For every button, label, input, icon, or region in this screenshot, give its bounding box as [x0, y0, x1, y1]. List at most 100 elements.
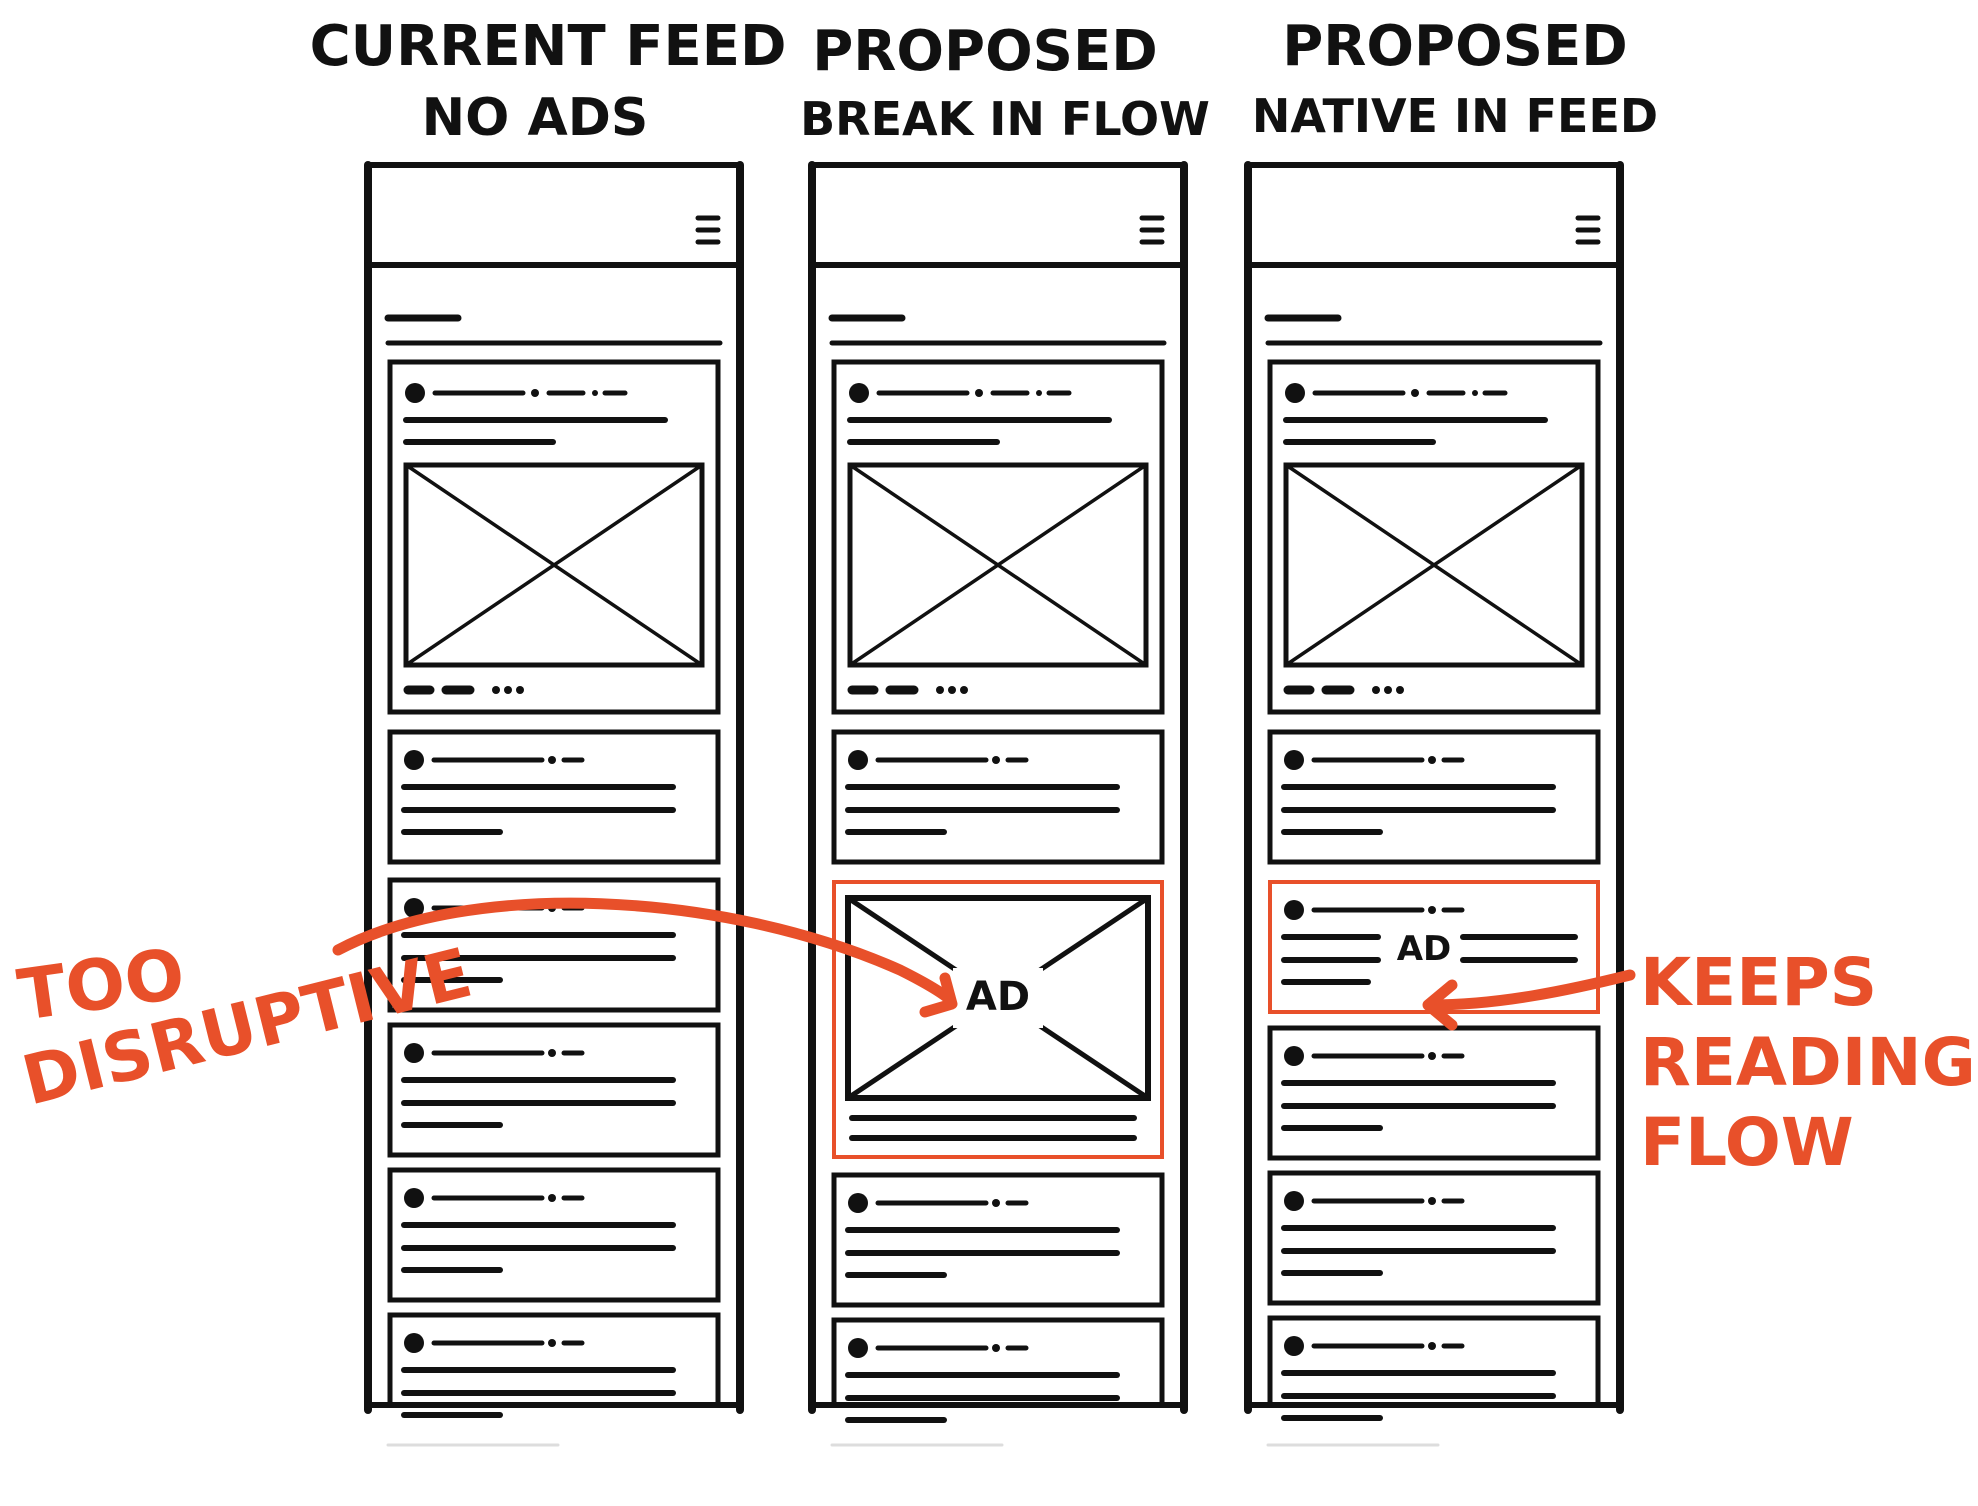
column-title-break-line1: PROPOSED — [812, 19, 1158, 84]
meta-dot — [975, 389, 983, 397]
image-placeholder — [1283, 462, 1585, 668]
meta-dot — [592, 390, 598, 396]
arrowhead-left — [919, 972, 958, 1018]
feed-card — [387, 729, 721, 865]
card-frame — [831, 1317, 1165, 1408]
meta-dot — [1428, 756, 1436, 764]
card-frame — [831, 729, 1165, 865]
image-frame — [403, 462, 705, 668]
annotation-flow: FLOW — [1640, 1104, 1854, 1181]
meta-dot — [1428, 906, 1436, 914]
avatar — [1284, 750, 1304, 770]
avatar — [1284, 1336, 1304, 1356]
ad-break-block: AD — [832, 880, 1164, 1159]
card-frame — [387, 729, 721, 865]
avatar — [404, 750, 424, 770]
meta-dot — [548, 756, 556, 764]
avatar — [1284, 900, 1304, 920]
more-dot — [1372, 686, 1380, 694]
avatar — [1284, 1191, 1304, 1211]
avatar — [1284, 1046, 1304, 1066]
image-cross-line — [848, 463, 1148, 667]
feed-card — [1267, 1170, 1601, 1306]
avatar — [849, 383, 869, 403]
meta-dot — [1428, 1342, 1436, 1350]
meta-dot — [1411, 389, 1419, 397]
avatar — [405, 383, 425, 403]
column-title-native-line1: PROPOSED — [1282, 14, 1628, 79]
avatar — [1285, 383, 1305, 403]
meta-dot — [992, 1344, 1000, 1352]
image-cross-line — [404, 463, 704, 667]
annotation-keeps: KEEPS — [1640, 944, 1877, 1021]
ad-label: AD — [1397, 929, 1452, 969]
more-dot — [516, 686, 524, 694]
column-titles: CURRENT FEED NO ADS PROPOSED BREAK IN FL… — [310, 14, 1659, 148]
image-frame — [847, 462, 1149, 668]
avatar — [404, 1043, 424, 1063]
more-dot — [960, 686, 968, 694]
feed-card — [1267, 1315, 1601, 1421]
column-title-break-line2: BREAK IN FLOW — [800, 92, 1210, 146]
card-frame — [387, 877, 721, 1013]
avatar — [848, 750, 868, 770]
hamburger-menu-icon — [1575, 215, 1601, 245]
meta-dot — [548, 1194, 556, 1202]
feed-card — [1267, 1025, 1601, 1161]
avatar — [848, 1193, 868, 1213]
annotation-keeps-reading-flow: KEEPS READING FLOW — [1422, 944, 1976, 1181]
feed-card — [1267, 729, 1601, 865]
image-placeholder — [847, 462, 1149, 668]
arrowhead-right — [1422, 979, 1458, 1031]
column-title-current-line1: CURRENT FEED — [310, 14, 787, 79]
avatar — [404, 1188, 424, 1208]
more-dot — [936, 686, 944, 694]
card-frame — [1267, 1315, 1601, 1408]
meta-dot — [548, 1049, 556, 1057]
avatar — [404, 1333, 424, 1353]
card-frame — [1267, 1025, 1601, 1161]
featured-post-frame — [387, 359, 721, 715]
column-title-native-line2: NATIVE IN FEED — [1252, 89, 1658, 143]
ad-frame-accent — [832, 880, 1164, 1159]
card-frame — [1267, 1170, 1601, 1306]
more-dot — [948, 686, 956, 694]
meta-dot — [1036, 390, 1042, 396]
column-title-current-line2: NO ADS — [422, 88, 649, 148]
featured-post — [1267, 359, 1601, 715]
more-dot — [1384, 686, 1392, 694]
feed-card — [387, 1167, 721, 1303]
hamburger-menu-icon — [1139, 215, 1165, 245]
card-frame — [387, 1312, 721, 1408]
image-frame — [1283, 462, 1585, 668]
card-frame — [1267, 729, 1601, 865]
avatar — [848, 1338, 868, 1358]
meta-dot — [531, 389, 539, 397]
meta-dot — [1472, 390, 1478, 396]
feed-card — [831, 729, 1165, 865]
arrow-too-disruptive — [332, 897, 956, 1006]
more-dot — [492, 686, 500, 694]
image-cross-line — [1284, 463, 1584, 667]
card-frame — [387, 1167, 721, 1303]
meta-dot — [1428, 1197, 1436, 1205]
annotation-reading: READING — [1640, 1024, 1976, 1101]
meta-dot — [992, 1199, 1000, 1207]
featured-post — [387, 359, 721, 715]
ad-image-frame — [845, 895, 1151, 1101]
feed-card — [387, 1312, 721, 1418]
featured-post-frame — [1267, 359, 1601, 715]
more-dot — [1396, 686, 1404, 694]
meta-dot — [1428, 1052, 1436, 1060]
card-frame — [387, 1022, 721, 1158]
feed-card — [831, 1317, 1165, 1423]
feed-card — [831, 1172, 1165, 1308]
phone-current — [364, 161, 744, 1447]
meta-dot — [992, 756, 1000, 764]
ad-label: AD — [966, 974, 1030, 1020]
avatar — [404, 898, 424, 918]
more-dot — [504, 686, 512, 694]
card-frame — [831, 1172, 1165, 1308]
image-placeholder — [403, 462, 705, 668]
